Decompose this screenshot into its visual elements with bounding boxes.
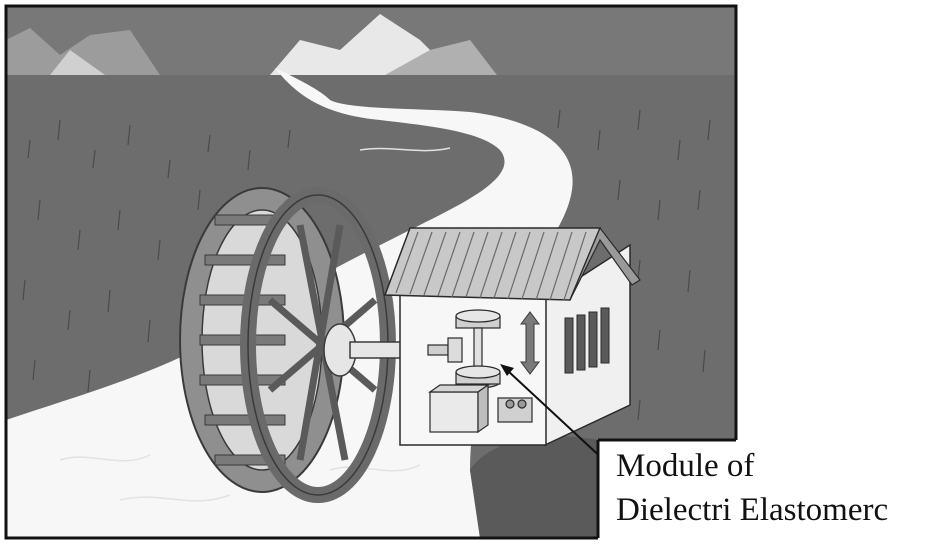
caption-line-1: Module of: [616, 450, 754, 483]
caption-line-2: Dielectri Elastomerc: [616, 494, 888, 527]
wheel-axle: [350, 342, 405, 358]
water-wheel: [180, 188, 405, 495]
